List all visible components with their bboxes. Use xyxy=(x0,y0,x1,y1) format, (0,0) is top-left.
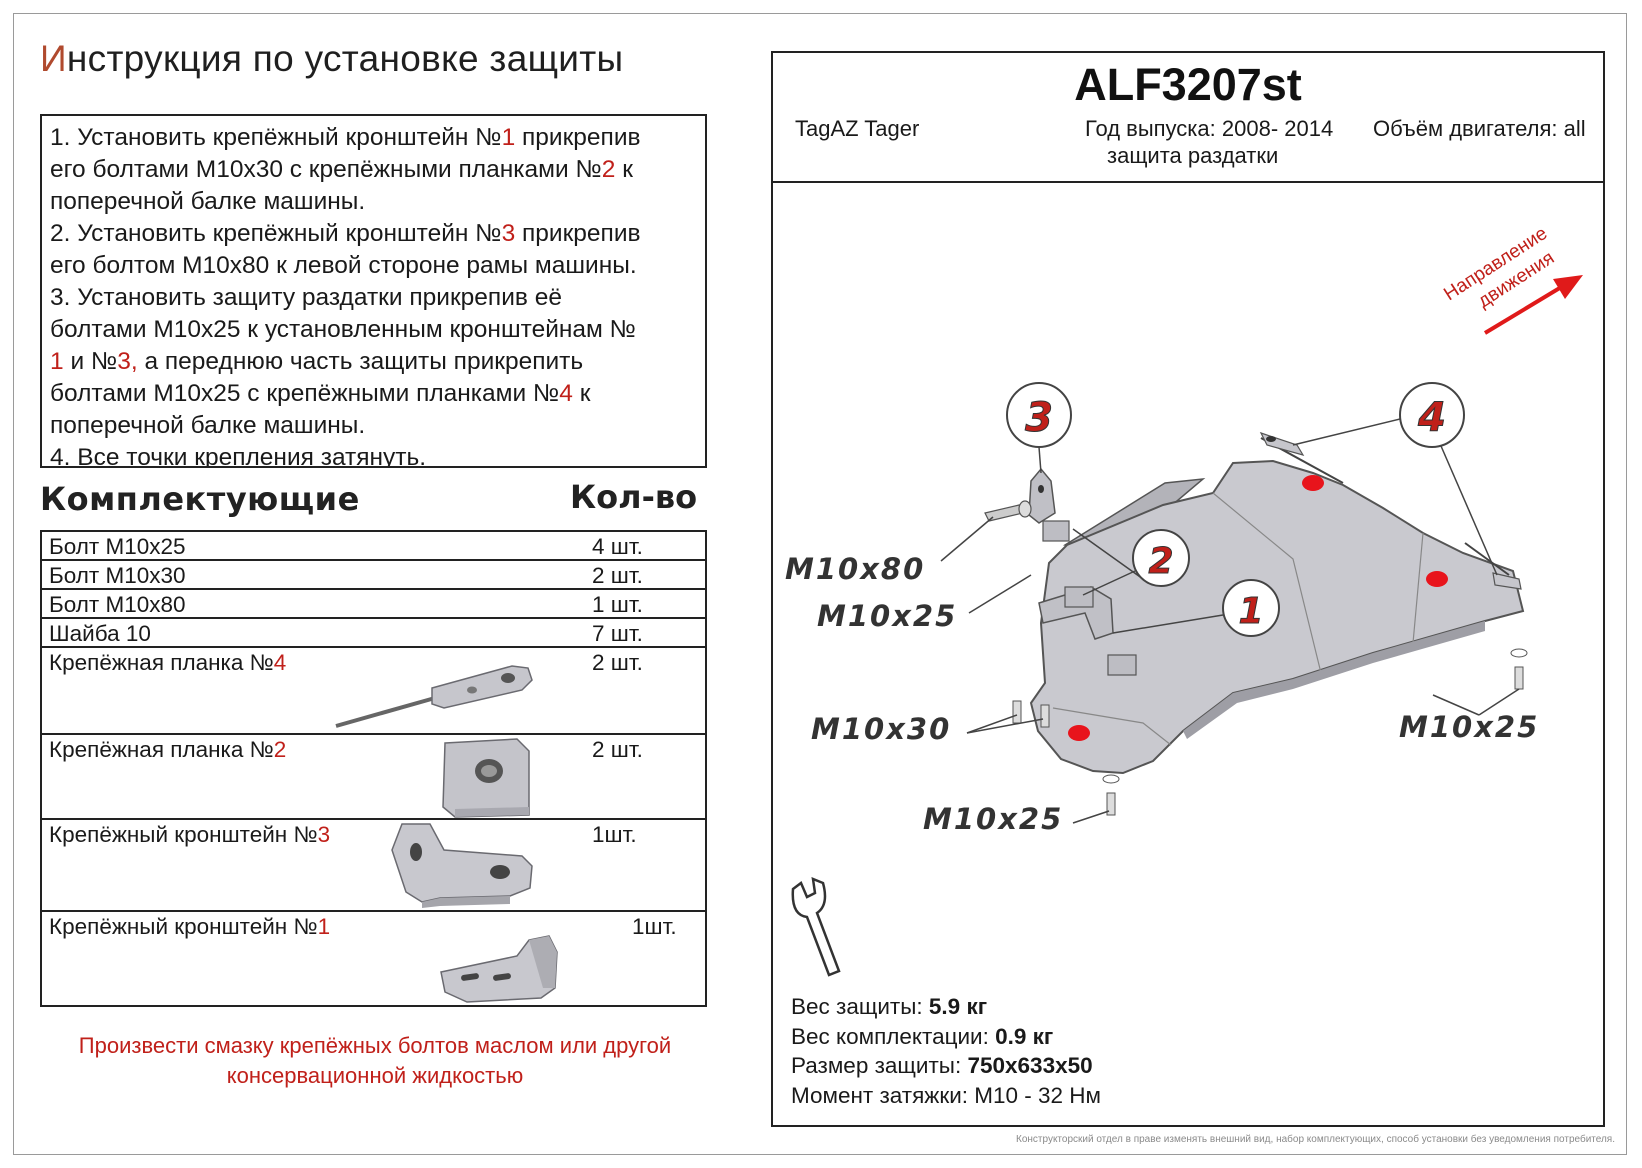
mounting-plate-2-image xyxy=(442,738,530,818)
production-years: Год выпуска: 2008- 2014 xyxy=(1085,116,1334,141)
protection-type: защита раздатки xyxy=(1107,143,1279,168)
callout-2: 2 xyxy=(1072,528,1190,596)
engine-volume: Объём двигателя: all xyxy=(1373,116,1586,141)
spec-weight: Вес защиты: 5.9 кг xyxy=(791,994,988,1019)
spec-torque: Момент затяжки: М10 - 32 Нм xyxy=(791,1082,1102,1108)
product-code: ALF3207st xyxy=(1074,59,1302,110)
callout-1: 1 xyxy=(1112,579,1280,637)
page-frame xyxy=(13,13,1627,1155)
parts-row: Болт М10х25 4 шт. xyxy=(42,532,705,561)
parts-table: Болт М10х25 4 шт. Болт М10х30 2 шт. Болт… xyxy=(40,530,707,1007)
bolt-label-m10x30: M10x30 xyxy=(811,712,951,746)
parts-row: Шайба 10 7 шт. xyxy=(42,619,705,648)
spec-kit-weight: Вес комплектации: 0.9 кг xyxy=(791,1023,1054,1049)
wrench-icon xyxy=(791,877,841,977)
bolt-label-m10x80: M10x80 xyxy=(785,552,925,586)
direction-indicator: Направление движения xyxy=(1440,223,1583,335)
instruction-line: 1 и №3, а переднюю часть защиты прикрепи… xyxy=(50,348,584,375)
lubrication-note: Произвести смазку крепёжных болтов масло… xyxy=(30,1031,720,1091)
page-title: Инструкция по установке защиты xyxy=(40,38,623,80)
spec-size: Размер защиты: 750x633x50 xyxy=(791,1053,1093,1078)
part-name: Болт М10х25 xyxy=(49,534,186,559)
bolt-label-m10x25-right: M10x25 xyxy=(1399,710,1539,744)
part-qty: 1шт. xyxy=(592,822,637,847)
bolt-label-m10x25-left: M10x25 xyxy=(817,599,957,633)
part-name: Болт М10х30 xyxy=(49,563,186,588)
callout-number: 1 xyxy=(1238,591,1263,632)
instruction-line: поперечной балке машины. xyxy=(50,188,366,215)
vehicle-model: TagAZ Tager xyxy=(795,116,920,141)
part-qty: 7 шт. xyxy=(592,621,643,646)
instruction-line: поперечной балке машины. xyxy=(50,412,366,439)
instruction-line: 1. Установить крепёжный кронштейн №1 при… xyxy=(50,124,641,151)
parts-row: Крепёжная планка №4 2 шт. xyxy=(42,648,705,735)
parts-row: Крепёжный кронштейн №3 1шт. xyxy=(42,820,705,912)
part-qty: 2 шт. xyxy=(592,650,643,675)
bolt-label-m10x25-bottom: M10x25 xyxy=(923,802,1063,836)
part-name: Шайба 10 xyxy=(49,621,151,646)
instruction-line: болтами М10х25 к установленным кронштейн… xyxy=(50,316,636,343)
qty-heading: Кол-во xyxy=(570,478,698,516)
callout-number: 3 xyxy=(1025,395,1053,441)
instruction-line: его болтами М10х30 с крепёжными планками… xyxy=(50,156,633,183)
instructions-box: 1. Установить крепёжный кронштейн №1 при… xyxy=(40,114,707,468)
callout-3: 3 xyxy=(1006,382,1072,474)
product-header: ALF3207st TagAZ Tager Год выпуска: 2008-… xyxy=(773,53,1603,183)
direction-arrow-icon xyxy=(1553,275,1583,299)
product-box: ALF3207st TagAZ Tager Год выпуска: 2008-… xyxy=(771,51,1605,1127)
bracket-1-image xyxy=(440,935,558,1003)
instruction-line: его болтом М10х80 к левой стороне рамы м… xyxy=(50,252,637,279)
installation-drawing: Направление движения xyxy=(785,223,1583,977)
specs-block: Вес защиты: 5.9 кг Вес комплектации: 0.9… xyxy=(791,992,1101,1110)
parts-row: Крепёжная планка №2 2 шт. xyxy=(42,735,705,820)
instruction-line: 4. Все точки крепления затянуть. xyxy=(50,444,427,468)
title-rest: нструкция по установке защиты xyxy=(66,38,624,79)
parts-row: Болт М10х30 2 шт. xyxy=(42,561,705,590)
part-name: Крепёжная планка №4 xyxy=(49,650,287,675)
mounting-strip-4-image xyxy=(335,665,533,728)
part-name: Крепёжная планка №2 xyxy=(49,737,287,762)
title-first-letter: И xyxy=(40,38,67,79)
callout-4: 4 xyxy=(1292,382,1498,576)
callout-number: 2 xyxy=(1148,541,1173,582)
note-line: Произвести смазку крепёжных болтов масло… xyxy=(78,1033,672,1058)
bracket-3-image xyxy=(391,823,533,908)
part-name: Болт М10х80 xyxy=(49,592,186,617)
instruction-line: 2. Установить крепёжный кронштейн №3 при… xyxy=(50,220,641,247)
part-qty: 2 шт. xyxy=(592,737,643,762)
part-qty: 1 шт. xyxy=(592,592,643,617)
part-qty: 4 шт. xyxy=(592,534,643,559)
kit-heading: Комплектующие xyxy=(40,480,360,518)
part-name: Крепёжный кронштейн №3 xyxy=(49,822,331,847)
disclaimer-text: Конструкторский отдел в праве изменять в… xyxy=(1016,1134,1615,1145)
part-name: Крепёжный кронштейн №1 xyxy=(49,914,331,939)
instruction-line: 3. Установить защиту раздатки прикрепив … xyxy=(50,284,562,311)
parts-row: Болт М10х80 1 шт. xyxy=(42,590,705,619)
part-qty: 2 шт. xyxy=(592,563,643,588)
note-line: консервационной жидкостью xyxy=(226,1063,524,1088)
part-qty: 1шт. xyxy=(632,914,677,939)
instruction-line: болтами М10х25 с крепёжными планками №4 … xyxy=(50,380,591,407)
callout-number: 4 xyxy=(1417,395,1446,441)
parts-row: Крепёжный кронштейн №1 1шт. xyxy=(42,912,705,1005)
